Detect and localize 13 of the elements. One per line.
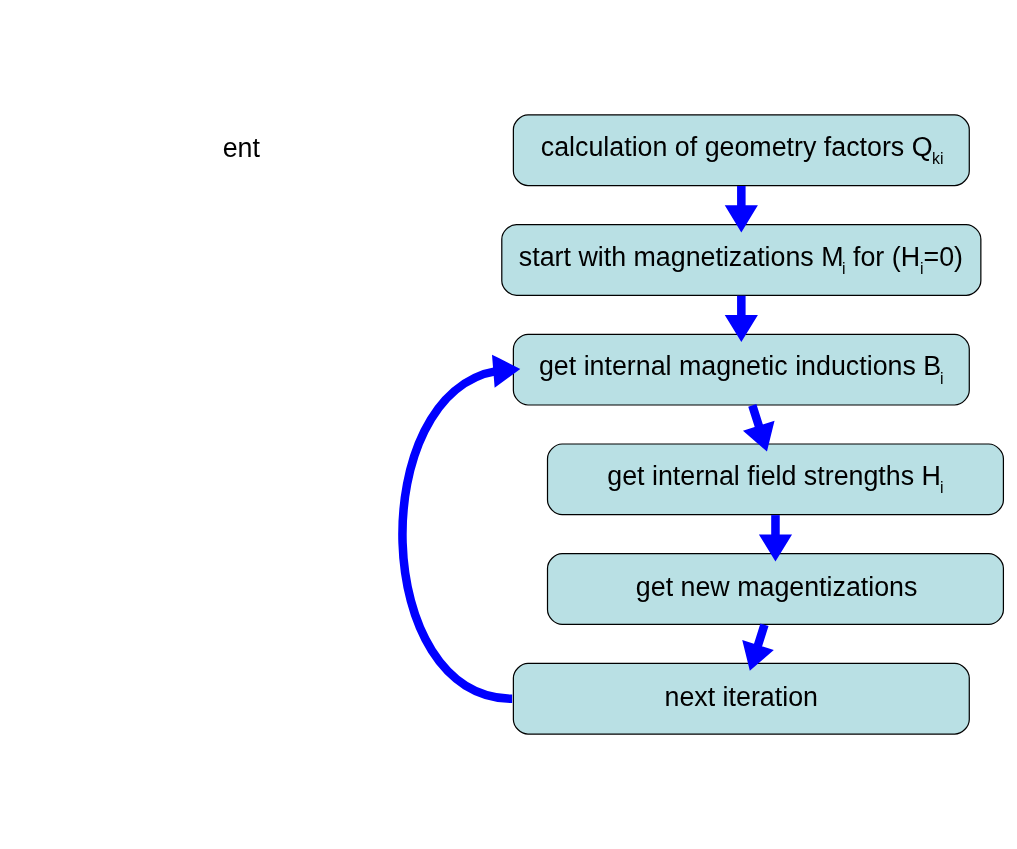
arrow (724, 295, 758, 343)
node-box: start with magnetizations M$_{i}$ for (H$_{i}$=0) (501, 224, 982, 296)
node-box: get internal magnetic inductions B$_{i}$ (512, 333, 970, 406)
arrow (724, 186, 758, 233)
node-box: next iteration (512, 662, 970, 735)
arrow (758, 515, 793, 562)
label: ent (222, 133, 260, 164)
node-box: calculation of geometry factors Q$_{ki}$ (512, 114, 970, 187)
arrow (398, 354, 521, 703)
node-box: get internal field strengths H$_{i}$ (546, 443, 1004, 516)
node-box: get new magentizations (546, 553, 1004, 625)
arrow (742, 404, 775, 452)
arrow (742, 623, 774, 671)
